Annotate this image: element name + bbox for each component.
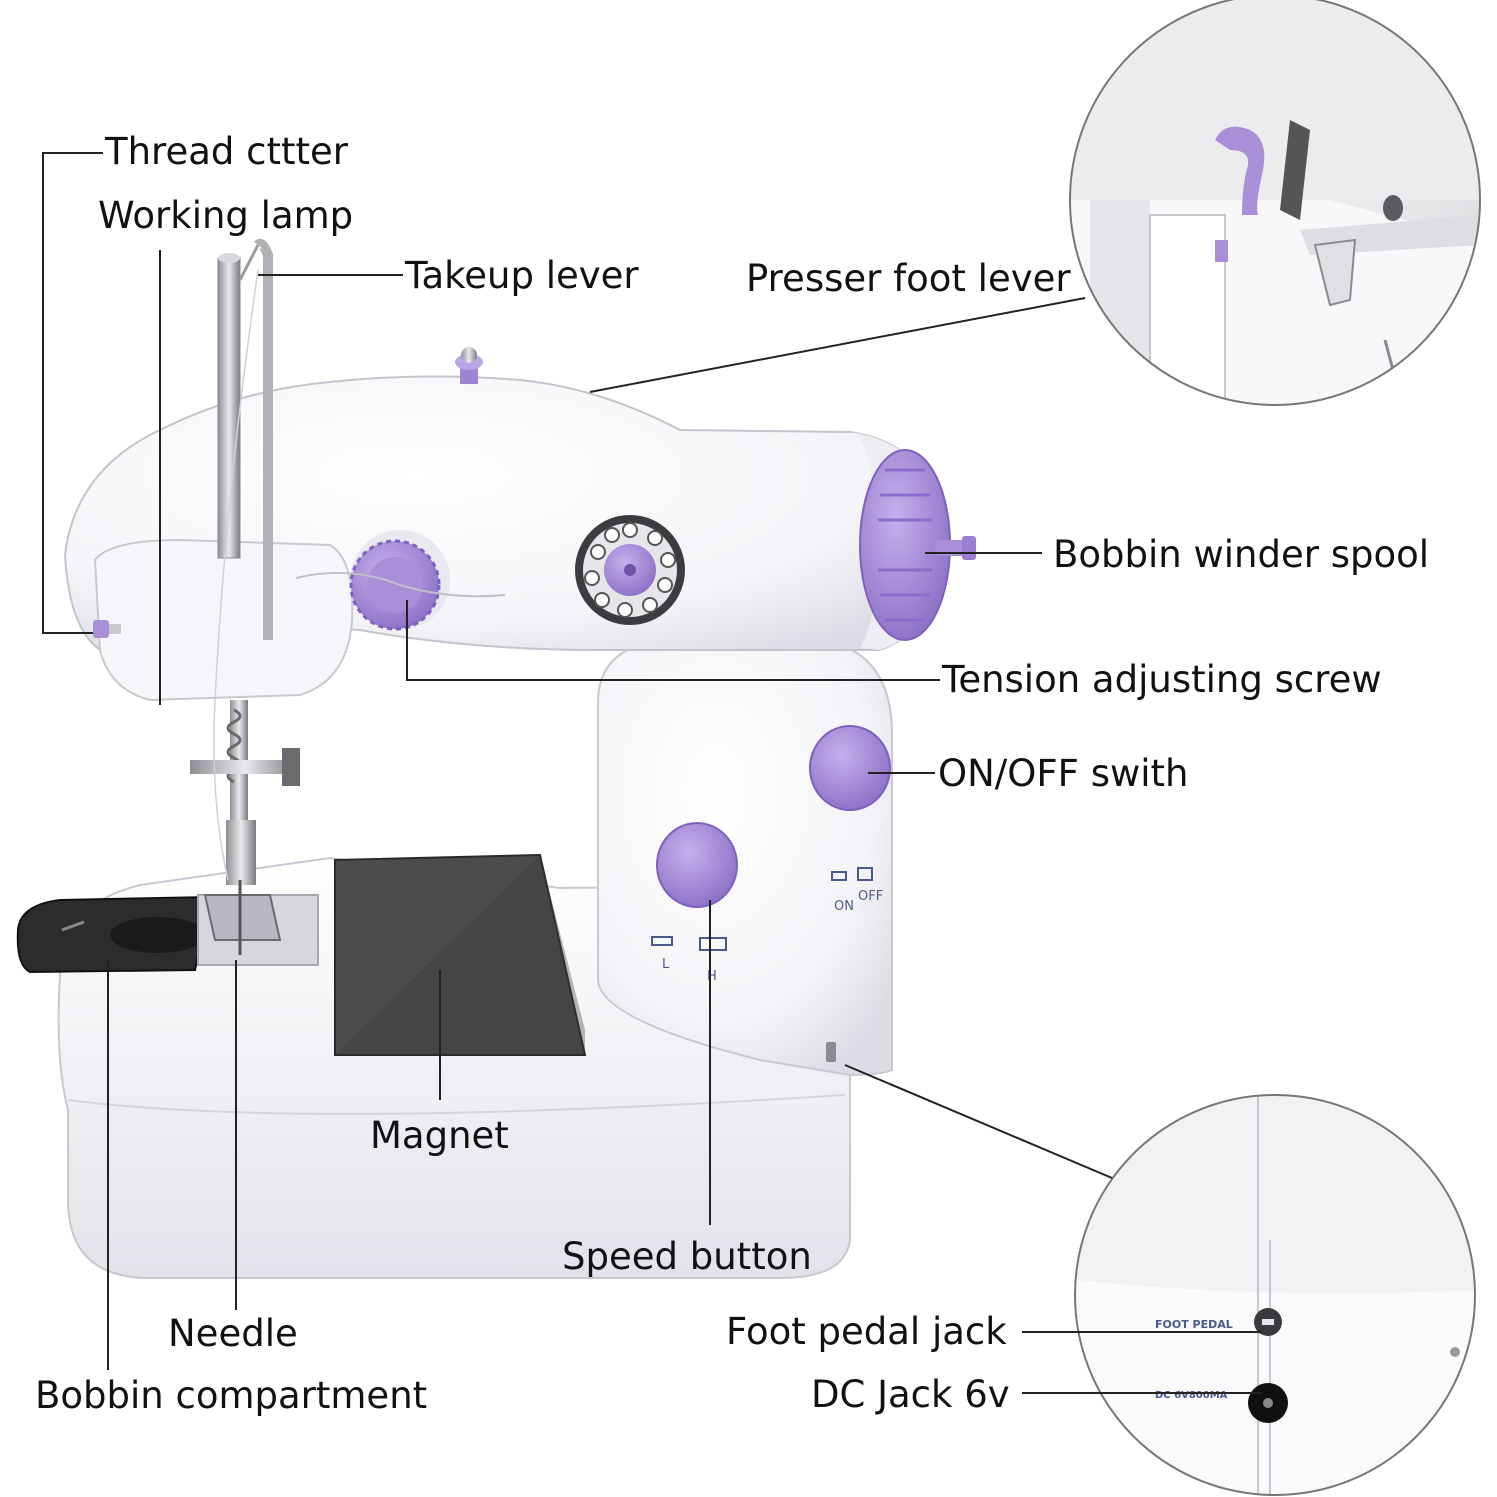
thread-cutter	[93, 620, 121, 638]
needle-assembly	[190, 269, 300, 955]
spool-pin	[455, 347, 483, 384]
label-magnet: Magnet	[370, 1114, 509, 1157]
zoom-presser-foot-lever	[1069, 0, 1481, 406]
magnet-plate	[334, 853, 587, 1056]
dc-rating-print: DC 6V800MA	[1155, 1390, 1228, 1401]
speed-button-graphic: L H	[651, 822, 738, 984]
label-bobbin-compartment: Bobbin compartment	[35, 1374, 428, 1417]
label-on-off-switch: ON/OFF swith	[938, 752, 1189, 795]
high-mark: H	[707, 969, 717, 984]
label-dc-jack: DC Jack 6v	[811, 1373, 1010, 1416]
off-mark: OFF	[858, 889, 883, 904]
zoom-jacks: FOOT PEDAL DC 6V800MA	[1074, 1094, 1476, 1496]
label-thread-cutter: Thread cttter	[105, 130, 348, 173]
leader-lines	[42, 152, 1262, 1394]
foot-pedal-print: FOOT PEDAL	[1155, 1318, 1233, 1331]
side-jacks	[826, 1042, 836, 1062]
low-mark: L	[662, 957, 670, 972]
on-off-switch: ON OFF	[809, 725, 891, 914]
hand-wheel	[859, 449, 976, 641]
label-working-lamp: Working lamp	[98, 194, 354, 237]
label-tension-adjusting-screw: Tension adjusting screw	[942, 658, 1382, 701]
tension-dial	[295, 530, 506, 631]
label-foot-pedal-jack: Foot pedal jack	[726, 1310, 1007, 1353]
bobbin-winder-wheel	[575, 515, 685, 625]
on-mark: ON	[834, 899, 854, 914]
label-speed-button: Speed button	[562, 1235, 812, 1278]
label-takeup-lever: Takeup lever	[405, 254, 639, 297]
bobbin-compartment-cover	[16, 895, 212, 974]
label-presser-foot-lever: Presser foot lever	[746, 257, 1071, 300]
label-bobbin-winder-spool: Bobbin winder spool	[1053, 533, 1430, 576]
label-needle: Needle	[168, 1312, 298, 1355]
